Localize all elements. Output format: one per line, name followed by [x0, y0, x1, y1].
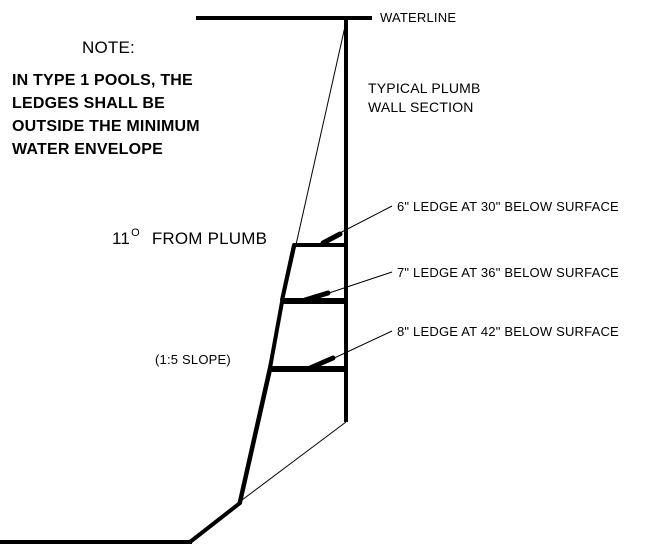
waterline-label: WATERLINE	[380, 10, 457, 25]
note-title: NOTE:	[82, 38, 135, 57]
ledge-2-hatch	[302, 290, 331, 303]
wall-section-line-2: WALL SECTION	[368, 99, 474, 115]
wall-section-label: TYPICAL PLUMB WALL SECTION	[368, 79, 481, 117]
note-line-2: LEDGES SHALL BE	[12, 95, 165, 112]
ledge-2-label: 7" LEDGE AT 36" BELOW SURFACE	[397, 265, 619, 280]
leader-ledge-2	[325, 271, 393, 295]
note-body: IN TYPE 1 POOLS, THE LEDGES SHALL BE OUT…	[12, 69, 200, 161]
angle-label: 11O FROM PLUMB	[112, 227, 267, 249]
sloped-ledge-wall	[188, 243, 348, 544]
wall-section-line-1: TYPICAL PLUMB	[368, 80, 481, 96]
leader-ledge-1	[333, 205, 393, 237]
bottom-connector-line	[237, 421, 347, 504]
ledge-3-hatch	[307, 355, 336, 371]
leader-ledge-3	[329, 330, 393, 361]
slope-label: (1:5 SLOPE)	[155, 352, 231, 367]
ledge-1-label: 6" LEDGE AT 30" BELOW SURFACE	[397, 199, 619, 214]
note-line-3: OUTSIDE THE MINIMUM	[12, 118, 200, 135]
note-line-4: WATER ENVELOPE	[12, 141, 163, 158]
ledge-3-label: 8" LEDGE AT 42" BELOW SURFACE	[397, 324, 619, 339]
angle-value: 11	[112, 229, 131, 248]
angle-text: FROM PLUMB	[151, 229, 268, 248]
note-line-1: IN TYPE 1 POOLS, THE	[12, 72, 193, 89]
ledge-1-hatch	[320, 231, 343, 246]
degree-symbol: O	[131, 227, 140, 239]
